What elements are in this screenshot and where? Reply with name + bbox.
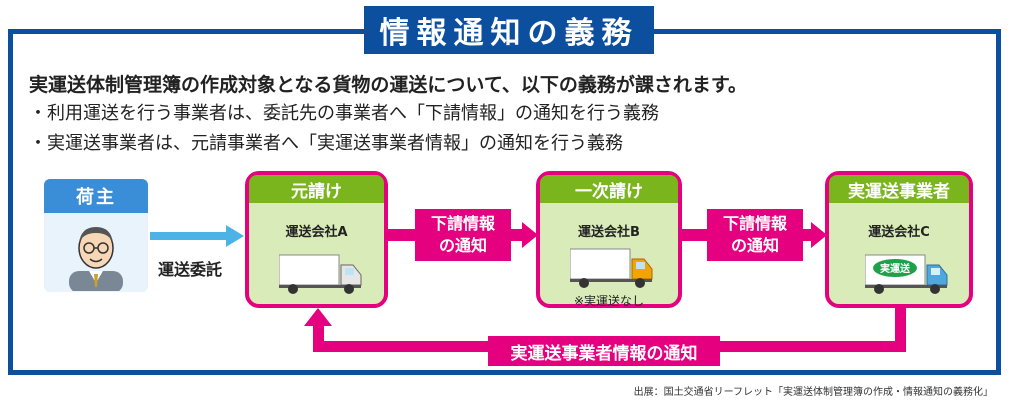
bullet-actual-carrier: ・実運送事業者は、元請事業者へ「実運送事業者情報」の通知を行う義務 — [29, 133, 623, 154]
info-line1: 下請情報 — [722, 214, 787, 233]
stage-head-label: 一次請け — [540, 175, 678, 203]
consign-arrow-icon — [150, 225, 244, 247]
subcontract-info-box-1: 下請情報 の通知 — [415, 209, 511, 261]
bullet-subcontract: ・利用運送を行う事業者は、委託先の事業者へ「下請情報」の通知を行う義務 — [29, 103, 659, 124]
info-line2: の通知 — [730, 236, 779, 255]
shipper-label: 荷主 — [44, 179, 148, 213]
heading: 実運送体制管理簿の作成対象となる貨物の運送について、以下の義務が課されます。 — [29, 74, 748, 96]
source-credit: 出展：国土交通省リーフレット「実運送体制管理簿の作成・情報通知の義務化」 — [633, 387, 993, 398]
stage-head-label: 実運送事業者 — [829, 175, 969, 203]
carrier-info-notification-label: 実運送事業者情報の通知 — [488, 336, 720, 366]
shipper-box: 荷主 — [44, 179, 148, 292]
truck-icon — [570, 248, 653, 288]
actual-transport-badge: 実運送 — [880, 262, 911, 275]
stage-prime-contractor: 元請け 運送会社A — [245, 171, 388, 308]
subcontract-info-box-2: 下請情報 の通知 — [707, 209, 803, 261]
info-line1: 下請情報 — [430, 214, 495, 233]
page-title: 情報通知の義務 — [364, 6, 654, 54]
no-actual-transport-note: ※実運送なし — [573, 294, 645, 308]
info-line2: の通知 — [438, 236, 487, 255]
company-label: 運送会社B — [578, 225, 640, 240]
stage-actual-carrier: 実運送事業者 運送会社C 実運送 — [825, 171, 973, 308]
consign-label: 運送委託 — [158, 260, 223, 279]
stage-head-label: 元請け — [249, 175, 384, 203]
truck-icon — [279, 254, 362, 294]
company-label: 運送会社A — [285, 225, 348, 240]
person-icon — [69, 227, 123, 291]
stage-first-subcontractor: 一次請け 運送会社B ※実運送なし — [536, 171, 682, 308]
company-label: 運送会社C — [868, 225, 930, 240]
truck-icon: 実運送 — [865, 254, 948, 294]
